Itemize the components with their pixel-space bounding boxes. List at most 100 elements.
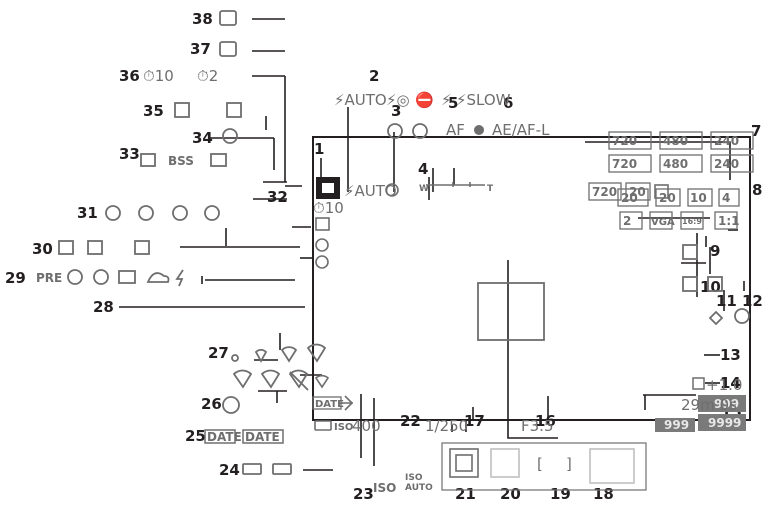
face-priority-frame-inner [455, 454, 473, 472]
callout-26: 26 [201, 395, 222, 413]
callout-16: 16 [535, 412, 556, 430]
af-area-bracket-right: ] [566, 455, 572, 473]
callout-28: 28 [93, 298, 114, 316]
callout-17: 17 [464, 412, 485, 430]
callout-32: 32 [267, 188, 288, 206]
callout-8: 8 [752, 181, 762, 199]
svg-text:4: 4 [722, 191, 730, 205]
exposures-option-1: 999 [714, 397, 739, 411]
svg-text:240: 240 [714, 134, 739, 148]
self-timer-indicator: ⏱10 [313, 199, 344, 217]
af-option: AF [446, 121, 465, 139]
callout-30: 30 [32, 240, 53, 258]
callout-11: 11 [716, 292, 737, 310]
exposures-badge-2 [698, 414, 746, 431]
exposures-option-2: 9999 [708, 416, 741, 430]
vr-indicator [654, 184, 669, 199]
macro-icon [387, 123, 403, 139]
callout-33: 33 [119, 145, 140, 163]
callout-36: 36 [119, 67, 140, 85]
monitor-indicators: ⚡AUTO W T 720 20 ⏱10 DATE ISO 400 1/250 … [312, 177, 742, 435]
svg-text:10: 10 [690, 191, 707, 205]
flash-off-option: ⛔ [415, 91, 434, 109]
movie-vr-icon [682, 244, 698, 260]
preset-option: PRE [36, 271, 62, 285]
battery-indicator [314, 420, 332, 431]
white-balance-icons [67, 269, 184, 287]
svg-text:480: 480 [663, 157, 688, 171]
travel-destination-icon [341, 395, 354, 411]
svg-text:VGA: VGA [651, 217, 675, 228]
callout-37: 37 [190, 40, 211, 58]
callout-31: 31 [77, 204, 98, 222]
image-mode-indicator: 20 [629, 185, 646, 199]
timer-2-option: ⏱2 [197, 67, 218, 85]
timer-10-option: ⏱10 [143, 67, 174, 85]
leader-lines [119, 18, 745, 471]
vr-icon [708, 310, 724, 326]
white-balance-indicator [315, 255, 329, 269]
scene-auto-icon [219, 10, 237, 26]
face-priority-frame-outer [449, 448, 479, 478]
zoom-bar [426, 182, 485, 187]
callout-6: 6 [503, 94, 513, 112]
callout-29: 29 [5, 269, 26, 287]
flash-fill-option: ⚡ [441, 91, 452, 109]
callout-1: 1 [314, 140, 324, 158]
focus-frame [477, 282, 545, 341]
callout-27: 27 [208, 344, 229, 362]
exposures-badge-1 [698, 395, 746, 412]
callout-3: 3 [391, 102, 401, 120]
aperture-indicator: F3.5 [521, 417, 553, 435]
svg-text:2: 2 [623, 214, 631, 228]
exposure-comp-indicator: +1.0 [706, 376, 742, 394]
iso-indicator: 400 [352, 417, 381, 435]
exposure-comp-icon [692, 377, 705, 390]
bss-option: BSS [168, 154, 194, 168]
iso-indicator-label: ISO [334, 422, 353, 433]
monitor-frame [312, 136, 751, 421]
battery-low-icon [272, 463, 292, 475]
exposures-remaining-indicator: 999 [664, 418, 689, 432]
callout-5: 5 [448, 94, 458, 112]
multi-shot-icon [210, 153, 227, 167]
callout-34: 34 [192, 129, 213, 147]
af-area-bracket: [ [537, 455, 543, 473]
svg-text:16:9: 16:9 [682, 217, 702, 226]
continuous-indicator [315, 217, 330, 231]
flash-auto-option: ⚡AUTO [334, 91, 387, 109]
date-time-stamp-option: DATE [245, 430, 280, 444]
svg-text:240: 240 [714, 157, 739, 171]
callout-14: 14 [720, 374, 741, 392]
battery-full-icon [242, 463, 262, 475]
flash-slow-option: ⚡SLOW [456, 91, 511, 109]
hdr-icons [58, 240, 150, 255]
svg-text:720: 720 [612, 134, 637, 148]
svg-text:1:1: 1:1 [718, 214, 740, 228]
callout-4: 4 [418, 160, 428, 178]
svg-text:480: 480 [663, 134, 688, 148]
callout-23: 23 [353, 485, 374, 503]
focus-options-box [441, 442, 647, 491]
movie-mode-indicator: 720 [592, 185, 617, 199]
callout-9: 9 [710, 242, 720, 260]
flash-mode-indicator: ⚡AUTO [344, 182, 397, 200]
wifi-signal-icons [231, 343, 327, 391]
svg-text:20: 20 [621, 191, 638, 205]
backlight-scene-icon [219, 41, 237, 57]
ae-af-lock-option: AE/AF-L [492, 121, 550, 139]
blink-proof-icon [222, 128, 238, 144]
electronic-vr-icon [707, 276, 723, 292]
callout-numbers: 1 2 3 4 5 6 7 8 9 10 11 12 13 14 15 16 1… [5, 10, 763, 503]
iso-auto-option-bottom: AUTO [405, 483, 433, 493]
pet-portrait-icon [174, 102, 190, 118]
callout-18: 18 [593, 485, 614, 503]
svg-text:720: 720 [612, 157, 637, 171]
date-indicator: DATE [315, 399, 344, 410]
manual-af-area [589, 448, 635, 484]
iso-option: ISO [373, 481, 396, 495]
smile-timer-icon [226, 102, 242, 118]
effect-indicator [315, 238, 329, 252]
callout-2: 2 [369, 67, 379, 85]
